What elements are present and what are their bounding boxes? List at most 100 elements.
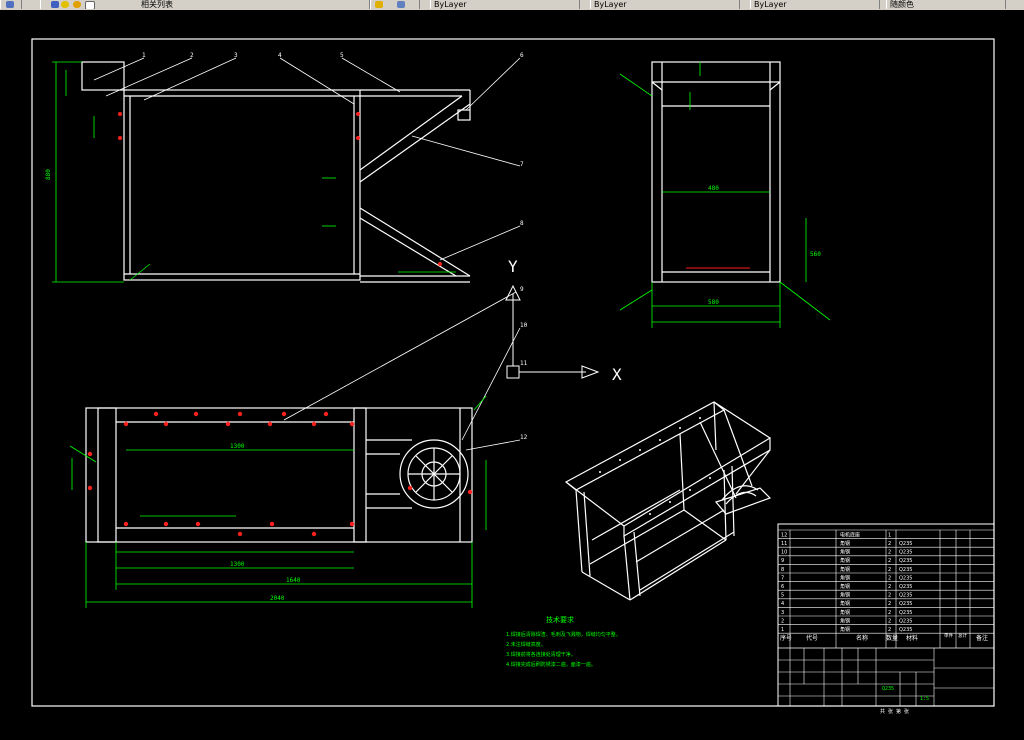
front-top-bracket	[81, 61, 125, 91]
bom-cell: 2	[888, 575, 891, 581]
tech-line-3: 3.焊接前将各连接处清理干净。	[506, 651, 576, 658]
bulb-icon	[61, 1, 69, 8]
hole	[281, 411, 287, 417]
hole	[599, 471, 601, 473]
hole	[356, 112, 360, 116]
leader-6	[465, 57, 521, 111]
side-inner-text: 480	[708, 185, 719, 192]
bom-header-qty: 数量	[886, 634, 898, 642]
front-extension-foot	[457, 109, 471, 121]
app-icon	[6, 1, 14, 8]
layer-toolbar[interactable]: 相关列表	[40, 0, 370, 9]
front-view[interactable]	[81, 61, 471, 283]
lineweight-combo[interactable]: ByLayer	[750, 0, 880, 9]
bom-cell: 角钢	[840, 557, 850, 564]
hole	[237, 411, 243, 417]
front-frame-outer	[123, 89, 361, 281]
hole	[311, 531, 317, 537]
side-width-text: 580	[708, 299, 719, 306]
iso-bottom-right	[683, 509, 727, 541]
drawing-canvas[interactable]: 880 1 2 3 4 5 6 7 8 9 10 11 12	[0, 10, 1024, 736]
drawing-svg[interactable]: 880 1 2 3 4 5 6 7 8 9 10 11 12	[0, 10, 1024, 736]
linetype-combo[interactable]: ByLayer	[590, 0, 740, 9]
hole	[467, 489, 473, 495]
front-holes	[118, 112, 442, 266]
plan-frame-outer	[85, 407, 473, 543]
bom-cell: 角钢	[840, 549, 850, 556]
ucs-x-label: X	[612, 365, 622, 384]
ucs-icon	[505, 284, 600, 379]
tech-line-2: 2.未注焊缝高度。	[506, 641, 546, 648]
plan-mid-text: 1300	[230, 561, 245, 568]
bom-cell: 2	[888, 601, 891, 607]
hole	[118, 136, 122, 140]
plan-dim-texts: 1300 1300 1640 2040	[230, 443, 301, 602]
side-leader	[779, 281, 831, 321]
hole	[311, 421, 317, 427]
bom-header-remark: 备注	[976, 634, 988, 642]
plan-view[interactable]	[85, 407, 473, 543]
bom-cell: 1	[888, 532, 891, 538]
bom-cell: 2	[888, 558, 891, 564]
leader-3	[143, 57, 237, 101]
hole	[87, 451, 93, 457]
hole	[267, 421, 273, 427]
tech-line-1: 1.焊接后清除焊渣、毛刺及飞溅物，焊缝均匀平整。	[506, 631, 621, 638]
isometric-view[interactable]	[564, 401, 772, 601]
side-frame-outer	[651, 61, 781, 283]
plan-holes	[87, 411, 473, 537]
plotstyle-combo[interactable]: 随颜色	[886, 0, 1006, 9]
hole	[407, 485, 413, 491]
layer-state-icons[interactable]	[370, 0, 420, 9]
plan-total-text: 2040	[270, 595, 285, 602]
title-block-texts: 1:5 共 张 第 张 Q235	[880, 686, 929, 715]
iso-post-front-right-2	[731, 465, 735, 537]
front-dim-texts: 880	[45, 169, 52, 180]
hole	[639, 449, 641, 451]
bom-cell: 2	[781, 618, 784, 624]
bom-cell: 8	[781, 567, 784, 573]
iso-bottom-back	[589, 509, 685, 565]
iso-post-back-left	[575, 489, 583, 573]
iso-brace-post	[713, 401, 717, 451]
hole	[237, 531, 243, 537]
hole	[679, 427, 681, 429]
leader-4	[279, 57, 355, 105]
iso-wheel-arc-2	[725, 491, 757, 505]
tb-sheet: 共 张 第 张	[880, 708, 909, 715]
plan-wheel-outer	[399, 439, 469, 509]
bom-cell: 角钢	[840, 574, 850, 581]
bom-cell: 10	[781, 550, 787, 556]
callout-numbers: 1 2 3 4 5 6 7 8 9 10 11 12	[142, 52, 528, 441]
color-combo[interactable]: ByLayer	[430, 0, 580, 9]
iso-brace-3	[699, 421, 737, 499]
color-combo-value: ByLayer	[434, 0, 467, 9]
title-block	[778, 647, 994, 706]
bom-cell: 9	[781, 558, 784, 564]
hole	[323, 411, 329, 417]
lock-icon	[85, 1, 95, 9]
bom-cell: 角钢	[840, 609, 850, 616]
bom-cell: Q235	[899, 627, 912, 633]
bom-cell: 4	[781, 601, 784, 607]
plan-leader-2	[69, 445, 97, 463]
menu-button[interactable]	[0, 0, 22, 9]
front-brace-upper-1	[359, 95, 463, 171]
hole	[163, 521, 169, 527]
bom-cell: 7	[781, 575, 784, 581]
bom-header-unit: 单件	[944, 632, 953, 639]
iso-mid-front	[635, 509, 725, 563]
callout-5: 5	[340, 52, 344, 59]
bom-cell: 2	[888, 627, 891, 633]
side-view[interactable]	[651, 61, 781, 283]
plan-dims	[69, 395, 487, 608]
tb-scale: 1:5	[920, 696, 929, 702]
leader-1	[93, 57, 145, 81]
side-corner-1	[651, 81, 663, 91]
bom-cell: 12	[781, 532, 787, 538]
bom-cell: 1	[781, 627, 784, 633]
bom-header-total: 总计	[958, 632, 967, 639]
bom-grid	[777, 529, 995, 649]
